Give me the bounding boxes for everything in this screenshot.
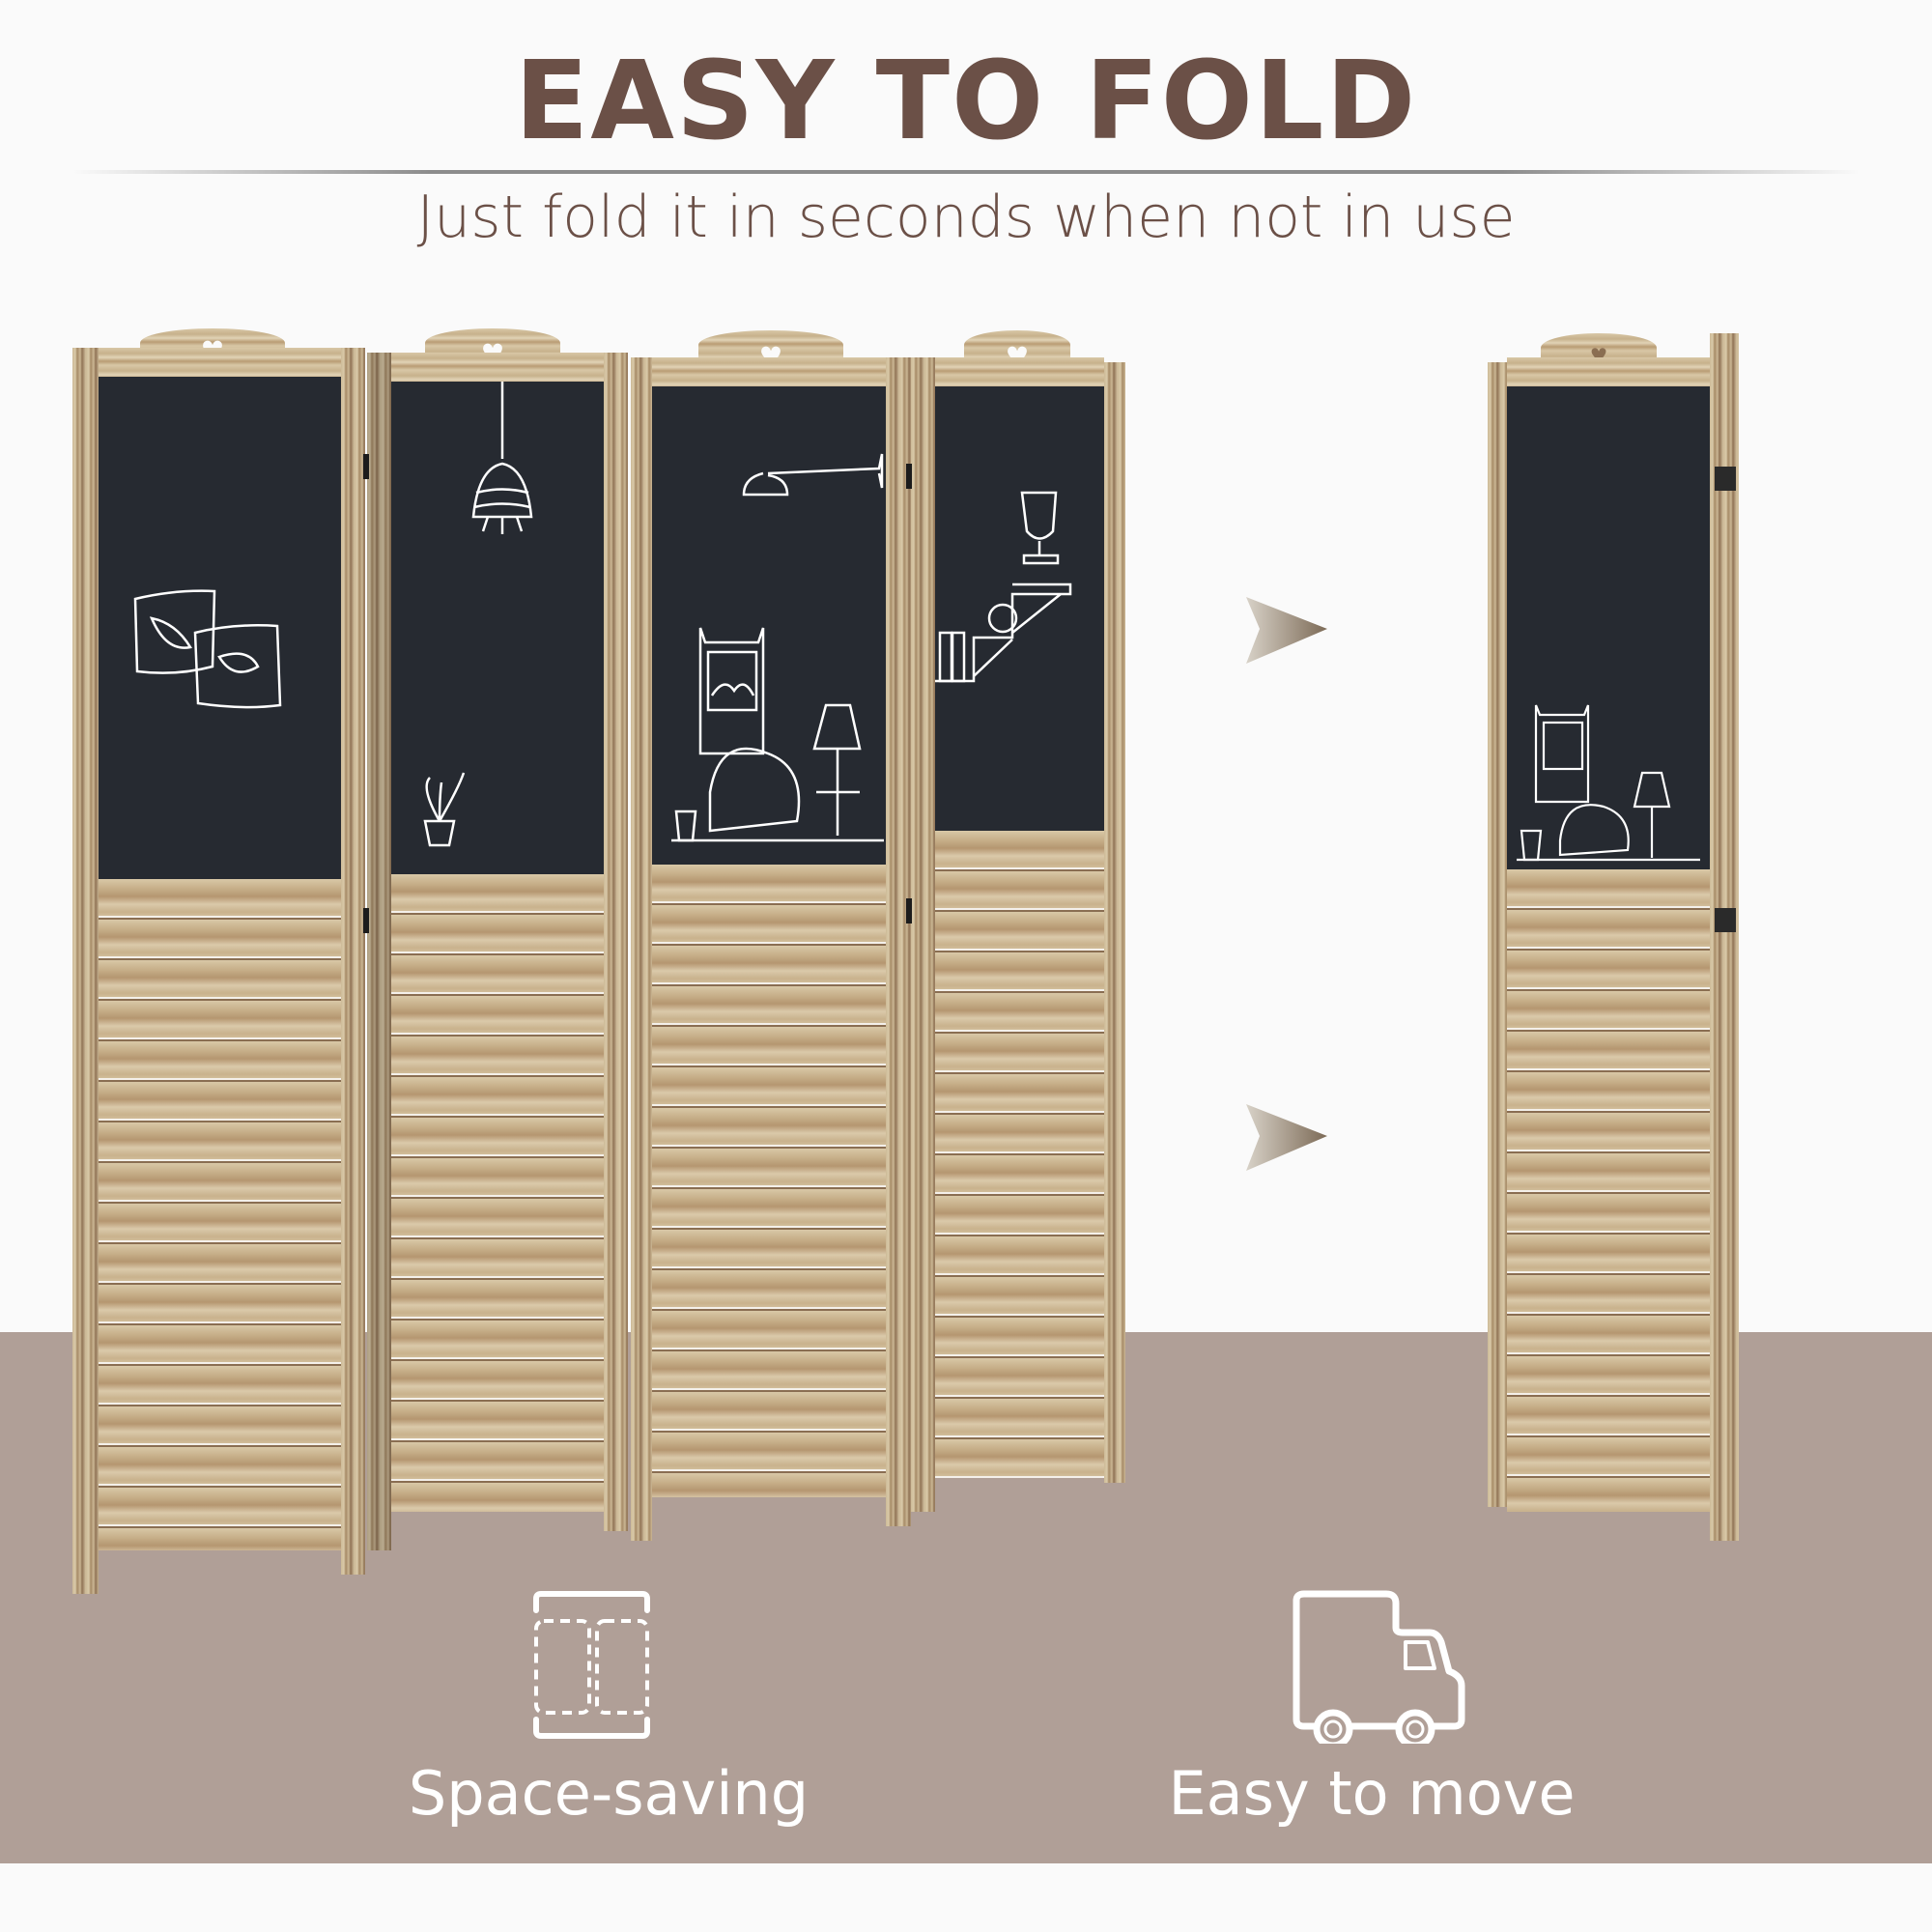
louvered-slats [99, 879, 341, 1550]
screen-panel-4: ♥ [911, 330, 1125, 1512]
feature-easy-to-move: Easy to move [1140, 1589, 1604, 1840]
panel-frame-top [391, 353, 604, 382]
living-room-drawing-icon [671, 453, 884, 842]
unfolded-room-divider: ♥ ♥ [72, 328, 1125, 1594]
feature-label: Easy to move [1168, 1758, 1576, 1829]
shelf-trophy-drawing-icon [935, 491, 1072, 683]
chalkboard [652, 386, 886, 865]
screen-panel-3: ♥ [631, 330, 911, 1541]
pillows-drawing-icon [133, 589, 282, 709]
chalkboard [1507, 386, 1710, 869]
hinge-icon [363, 908, 369, 933]
panel-frame-right [1104, 362, 1125, 1483]
truck-icon [1293, 1590, 1465, 1744]
panel-crest [964, 330, 1070, 359]
feature-space-saving: Space-saving [386, 1589, 831, 1840]
hinge-icon [1715, 908, 1736, 932]
screen-panel-2: ♥ [367, 328, 628, 1550]
chalkboard [935, 386, 1104, 831]
folded-panel-edges [1710, 333, 1739, 1541]
chalkboard [391, 382, 604, 874]
hinge-icon [363, 454, 369, 479]
folded-room-divider: ♥ [1483, 333, 1739, 1541]
panel-frame-right [886, 357, 911, 1526]
panel-frame-right [604, 353, 628, 1531]
panel-frame-top [652, 357, 886, 386]
louvered-slats [1507, 869, 1710, 1512]
panel-frame-left [911, 357, 935, 1512]
space-saving-icon [533, 1591, 650, 1739]
panel-frame-top [935, 357, 1104, 386]
page-subtitle: Just fold it in seconds when not in use [416, 184, 1516, 251]
living-room-drawing-icon [1517, 704, 1700, 862]
louvered-slats [935, 831, 1104, 1478]
hinge-icon [1715, 467, 1736, 491]
chalkboard [99, 377, 341, 879]
panel-frame-top [1507, 357, 1710, 386]
panel-frame-right [341, 348, 365, 1575]
feature-label: Space-saving [408, 1758, 810, 1829]
panel-frame-left [631, 357, 652, 1541]
title-divider [72, 170, 1860, 174]
panel-frame-left [1488, 362, 1507, 1507]
hinge-icon [906, 898, 912, 923]
panel-frame-top [99, 348, 341, 377]
pendant-lamp-plant-drawing-icon [423, 382, 533, 847]
louvered-slats [652, 865, 886, 1497]
panel-crest [698, 330, 843, 359]
page-title: EASY TO FOLD [514, 39, 1418, 164]
arrow-right-icon [1246, 597, 1327, 664]
hinge-icon [906, 464, 912, 489]
arrow-right-icon [1246, 1104, 1327, 1171]
panel-frame-left [367, 353, 391, 1550]
panel-frame-left [72, 348, 99, 1594]
louvered-slats [391, 874, 604, 1512]
screen-panel-1: ♥ [72, 328, 365, 1594]
